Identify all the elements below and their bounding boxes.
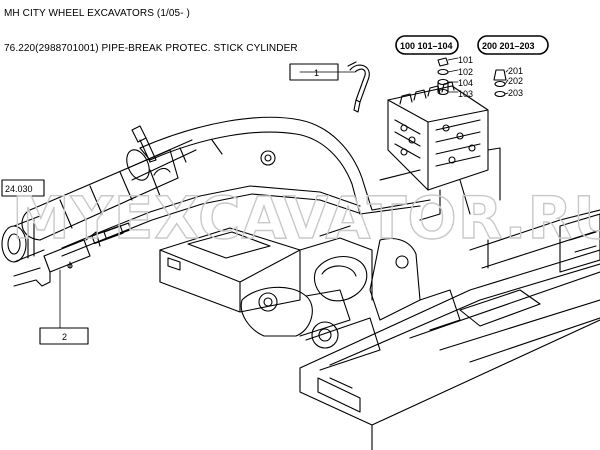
diagram-title: MH CITY WHEEL EXCAVATORS (1/05- ) (4, 8, 190, 19)
ref-box-24030 (1, 179, 45, 197)
watermark-text: MYEXCAVATOR.RU (12, 184, 600, 252)
control-valve (379, 81, 501, 221)
boom-mount (159, 225, 461, 371)
group-box-200 (477, 35, 549, 55)
part-number-101: 101 (458, 55, 473, 65)
diagram-subtitle: 76.220(2988701001) PIPE-BREAK PROTEC. ST… (4, 43, 298, 54)
leader-lines (59, 57, 509, 329)
group-box-100 (395, 35, 459, 55)
part-number-202: 202 (508, 76, 523, 86)
bolt (131, 125, 157, 163)
ref-label-24030: 24.030 (5, 184, 33, 194)
pipe-fittings-left (1, 185, 363, 287)
part-number-201: 201 (508, 66, 523, 76)
chassis-frame (299, 209, 600, 450)
part-number-102: 102 (458, 67, 473, 77)
part-number-103: 103 (458, 89, 473, 99)
part-number-104: 104 (458, 78, 473, 88)
group-label-100: 100 101–104 (400, 41, 453, 51)
stick-cylinder (21, 139, 197, 241)
group-label-200: 200 201–203 (482, 41, 535, 51)
hose-part-1 (347, 61, 370, 113)
callout-box-1 (289, 63, 339, 81)
callout-label-1: 1 (314, 68, 319, 78)
callout-label-2: 2 (62, 332, 67, 342)
callout-box-2 (39, 327, 89, 345)
part-number-203: 203 (508, 88, 523, 98)
detail-parts-200 (493, 69, 507, 98)
